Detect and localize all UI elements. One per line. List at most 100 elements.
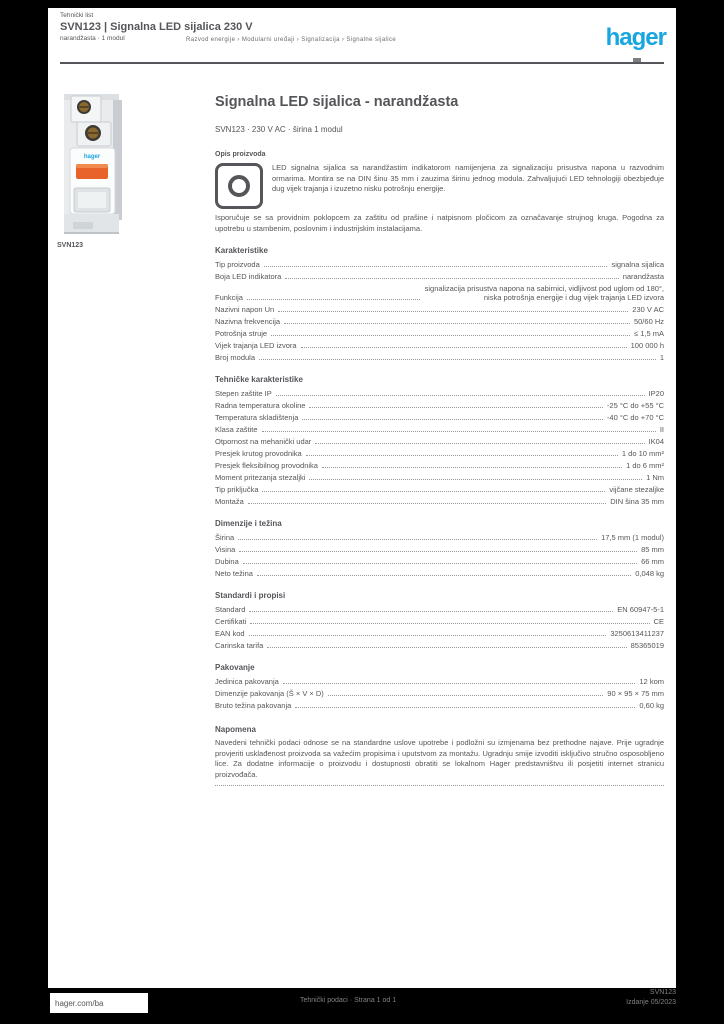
intro-text-continued: Isporučuje se sa providnim poklopcem za …	[215, 213, 664, 233]
spec-value: 1 do 6 mm²	[626, 461, 664, 470]
spec-label: Carinska tarifa	[215, 641, 264, 650]
spec-row: Boja LED indikatora narandžasta	[215, 270, 664, 282]
spec-value: 17,5 mm (1 modul)	[601, 533, 664, 542]
spec-label: Boja LED indikatora	[215, 272, 282, 281]
spec-label: Stepen zaštite IP	[215, 389, 272, 398]
spec-label: Montaža	[215, 497, 244, 506]
spec-value: signalizacija prisustva napona na sabirn…	[424, 284, 664, 302]
notes-heading: Napomena	[215, 725, 256, 734]
datasheet-page: Tehnički list SVN123 | Signalna LED sija…	[48, 8, 676, 988]
spec-row: Montaža DIN šina 35 mm	[215, 495, 664, 507]
dotted-leader	[282, 683, 636, 684]
spec-value: 85 mm	[641, 545, 664, 554]
spec-value: -40 °C do +70 °C	[606, 413, 664, 422]
logo-trademark-mark	[633, 58, 641, 62]
spec-row: Presjek fleksibilnog provodnika 1 do 6 mm…	[215, 459, 664, 471]
spec-value: narandžasta	[622, 272, 664, 281]
spec-section-heading: Karakteristike	[215, 246, 268, 255]
spec-row: Bruto težina pakovanja 0,60 kg	[215, 699, 664, 711]
spec-value: 0,048 kg	[635, 569, 664, 578]
dotted-leader	[246, 299, 420, 300]
spec-value: 85365019	[630, 641, 664, 650]
spec-row: Tip priključka vijčane stezaljke	[215, 483, 664, 495]
spec-value: EN 60947-5-1	[617, 605, 664, 614]
dotted-leader	[238, 539, 598, 540]
product-pictogram-icon	[215, 163, 263, 209]
spec-row: Temperatura skladištenja-40 °C do +70 °C	[215, 411, 664, 423]
dotted-leader	[247, 503, 607, 504]
spec-label: Potrošnja struje	[215, 329, 268, 338]
dotted-leader	[327, 695, 604, 696]
dotted-leader	[259, 359, 656, 360]
spec-label: Neto težina	[215, 569, 253, 578]
spec-label: Dubina	[215, 557, 239, 566]
spec-value: 0,60 kg	[639, 701, 664, 710]
spec-label: Nazivni napon Un	[215, 305, 275, 314]
hager-logo: hager	[605, 24, 667, 51]
spec-label: Broj modula	[215, 353, 256, 362]
content-column: Signalna LED sijalica - narandžasta SVN1…	[215, 94, 664, 786]
header-product-block: Tehnički list SVN123 | Signalna LED sija…	[60, 12, 275, 42]
spec-label: Funkcija	[215, 293, 243, 302]
spec-row: Dimenzije pakovanja (Š × V × D)90 × 95 ×…	[215, 687, 664, 699]
dotted-leader	[302, 419, 603, 420]
dotted-leader	[271, 335, 631, 336]
spec-value: 90 × 95 × 75 mm	[607, 689, 664, 698]
spec-value: IP20	[648, 389, 664, 398]
dotted-leader	[309, 407, 603, 408]
spec-label: Standard	[215, 605, 246, 614]
spec-row: Nazivni napon Un 230 V AC	[215, 303, 664, 315]
footer-site-link[interactable]: hager.com/ba	[55, 998, 104, 1008]
spec-label: EAN kod	[215, 629, 245, 638]
spec-row: Funkcija signalizacija prisustva napona n…	[215, 282, 664, 303]
spec-row: Širina 17,5 mm (1 modul)	[215, 531, 664, 543]
breadcrumb: Razvod energije › Modularni uređaji › Si…	[186, 37, 397, 43]
spec-value: DIN šina 35 mm	[610, 497, 664, 506]
spec-value: vijčane stezaljke	[609, 485, 664, 494]
dotted-leader	[250, 623, 650, 624]
footer-edition: Izdanje 05/2023	[626, 999, 676, 1006]
dotted-leader	[248, 635, 607, 636]
header-divider	[60, 62, 664, 64]
page-title: Signalna LED sijalica - narandžasta	[215, 94, 459, 110]
spec-label: Moment pritezanja stezaljki	[215, 473, 306, 482]
spec-row: Neto težina 0,048 kg	[215, 567, 664, 579]
dotted-leader	[261, 431, 656, 432]
spec-label: Nazivna frekvencija	[215, 317, 281, 326]
header-title: SVN123 | Signalna LED sijalica 230 V	[60, 21, 253, 33]
dotted-leader	[263, 266, 608, 267]
din-module-illustration: hager	[64, 94, 122, 234]
description-heading: Opis proizvoda	[215, 151, 266, 158]
header-subtitle: narandžasta · 1 modul	[60, 35, 125, 42]
spec-label: Bruto težina pakovanja	[215, 701, 292, 710]
spec-label: Presjek fleksibilnog provodnika	[215, 461, 318, 470]
spec-label: Tip priključka	[215, 485, 259, 494]
dotted-leader	[300, 347, 627, 348]
dotted-leader	[239, 551, 638, 552]
spec-value: 1	[659, 353, 664, 362]
spec-section-heading: Pakovanje	[215, 663, 255, 672]
footer-document-info: SVN123 Izdanje 05/2023	[556, 988, 676, 1008]
spec-label: Širina	[215, 533, 235, 542]
spec-label: Tip proizvoda	[215, 260, 260, 269]
svg-text:hager: hager	[84, 154, 101, 160]
dotted-leader	[295, 707, 636, 708]
notes-text: Navedeni tehnički podaci odnose se na st…	[215, 738, 664, 786]
dotted-leader	[278, 311, 629, 312]
product-photo: hager	[57, 90, 130, 238]
spec-section-heading: Tehničke karakteristike	[215, 375, 303, 384]
spec-label: Klasa zaštite	[215, 425, 258, 434]
spec-value: CE	[653, 617, 664, 626]
spec-label: Certifikati	[215, 617, 247, 626]
spec-row: Stepen zaštite IP IP20	[215, 387, 664, 399]
spec-value: 230 V AC	[632, 305, 664, 314]
